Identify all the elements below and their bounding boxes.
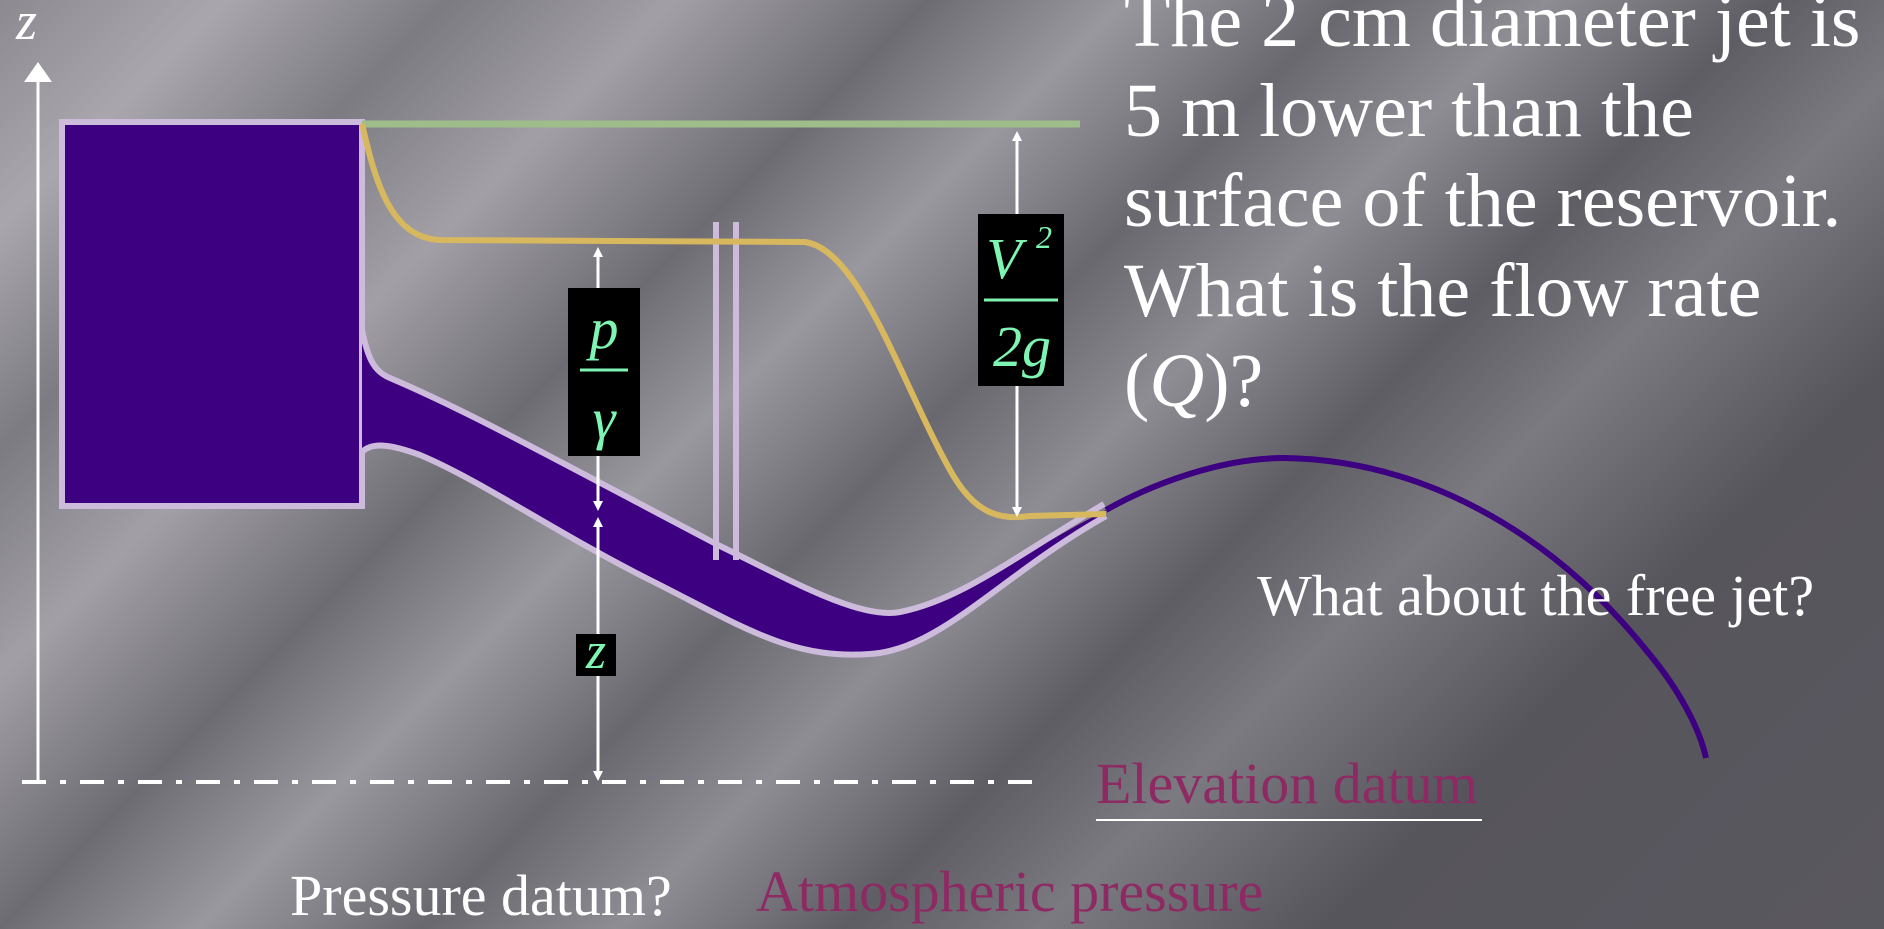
question-line: The 2 cm diameter jet is (1124, 0, 1861, 63)
pressure-head-numerator: p (586, 296, 619, 361)
z-axis-label: z (16, 0, 38, 51)
question-line: What is the flow rate (1124, 249, 1762, 333)
elevation-datum-label: Elevation datum (1096, 749, 1482, 821)
question-text: The 2 cm diameter jet is 5 m lower than … (1124, 0, 1884, 426)
elevation-head-label: z (576, 623, 616, 680)
pipe-wall-bottom (359, 442, 1108, 658)
pipe-water (362, 330, 1106, 655)
pressure-head-label: p γ (568, 288, 640, 456)
pressure-datum-answer: Atmospheric pressure (756, 859, 1264, 924)
pipe-wall-top (359, 122, 1106, 616)
velocity-head-label: V 2 2g (978, 214, 1064, 386)
elevation-head-text: z (585, 623, 606, 680)
velocity-head-denominator: 2g (993, 314, 1051, 379)
pressure-datum-question: Pressure datum? (290, 863, 672, 928)
question-line: 5 m lower than the (1124, 69, 1694, 153)
hydraulic-grade-line (359, 123, 1107, 521)
free-jet-trajectory (1104, 454, 1709, 759)
velocity-head-exponent: 2 (1036, 219, 1052, 255)
question-line: surface of the reservoir. (1124, 159, 1842, 243)
reservoir (59, 119, 365, 509)
velocity-head-numerator: V (986, 226, 1028, 291)
pressure-head-denominator: γ (593, 386, 618, 451)
free-jet-question: What about the free jet? (1257, 563, 1815, 628)
question-line: (Q)? (1124, 339, 1264, 423)
z-axis-arrowhead (24, 62, 52, 82)
